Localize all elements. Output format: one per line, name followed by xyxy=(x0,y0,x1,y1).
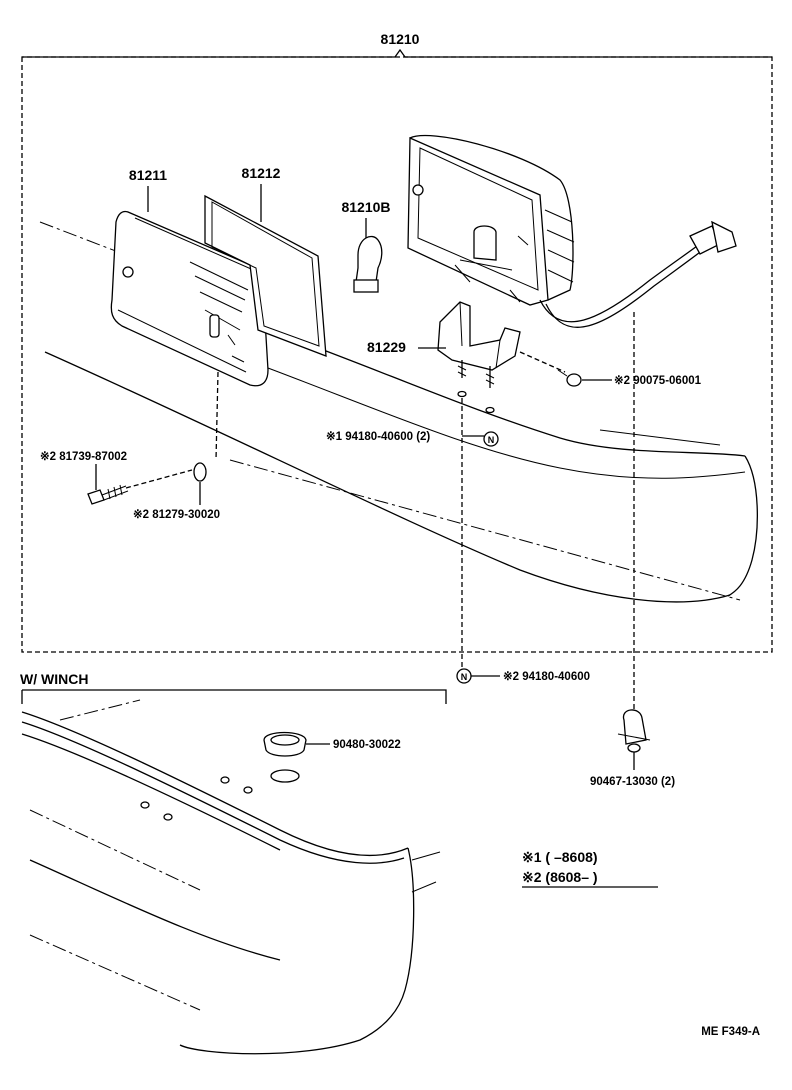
label-bracket-bolt: ※2 90075-06001 xyxy=(614,374,702,387)
label-winch: W/ WINCH xyxy=(20,671,88,687)
label-bracket: 81229 xyxy=(367,339,406,355)
footer-code: ME F349-A xyxy=(701,1026,760,1038)
label-screw: ※2 81739-87002 xyxy=(40,450,127,463)
label-nut-lower: ※2 94180-40600 xyxy=(503,670,590,683)
bracket-drawing xyxy=(437,301,521,388)
label-washer: ※2 81279-30020 xyxy=(133,508,220,521)
legend-note-1: ※1 ( –8608) xyxy=(522,849,598,865)
leader-dashes xyxy=(461,312,635,715)
labels: 81210 81211 81212 81210B 81229 ※2 90075-… xyxy=(20,31,760,1038)
bumper-drawing xyxy=(39,221,758,603)
label-lens: 81211 xyxy=(129,167,167,183)
n-marker-upper: N xyxy=(488,435,495,445)
screw-drawing xyxy=(87,371,219,505)
label-nut-upper: ※1 94180-40600 (2) xyxy=(326,430,430,443)
legend-note-2: ※2 (8608– ) xyxy=(522,869,598,885)
label-clamp: 90467-13030 (2) xyxy=(590,776,675,788)
bracket-bolt-drawing xyxy=(519,351,612,387)
lower-nut-marker: N xyxy=(456,668,500,684)
label-grommet: 90480-30022 xyxy=(333,739,401,751)
wire-drawing xyxy=(539,220,737,328)
label-assembly: 81210 xyxy=(381,31,420,47)
winch-section xyxy=(21,689,447,1055)
clamp-drawing xyxy=(617,709,651,770)
n-marker-lower: N xyxy=(461,672,468,682)
bulb-drawing xyxy=(353,235,383,293)
assembly-boundary xyxy=(21,48,773,653)
nut-drawing: N xyxy=(457,390,499,447)
label-bulb: 81210B xyxy=(341,199,390,215)
lens-drawing xyxy=(110,210,269,387)
housing-drawing xyxy=(407,134,575,306)
gasket-drawing xyxy=(204,194,327,357)
label-gasket: 81212 xyxy=(242,165,281,181)
